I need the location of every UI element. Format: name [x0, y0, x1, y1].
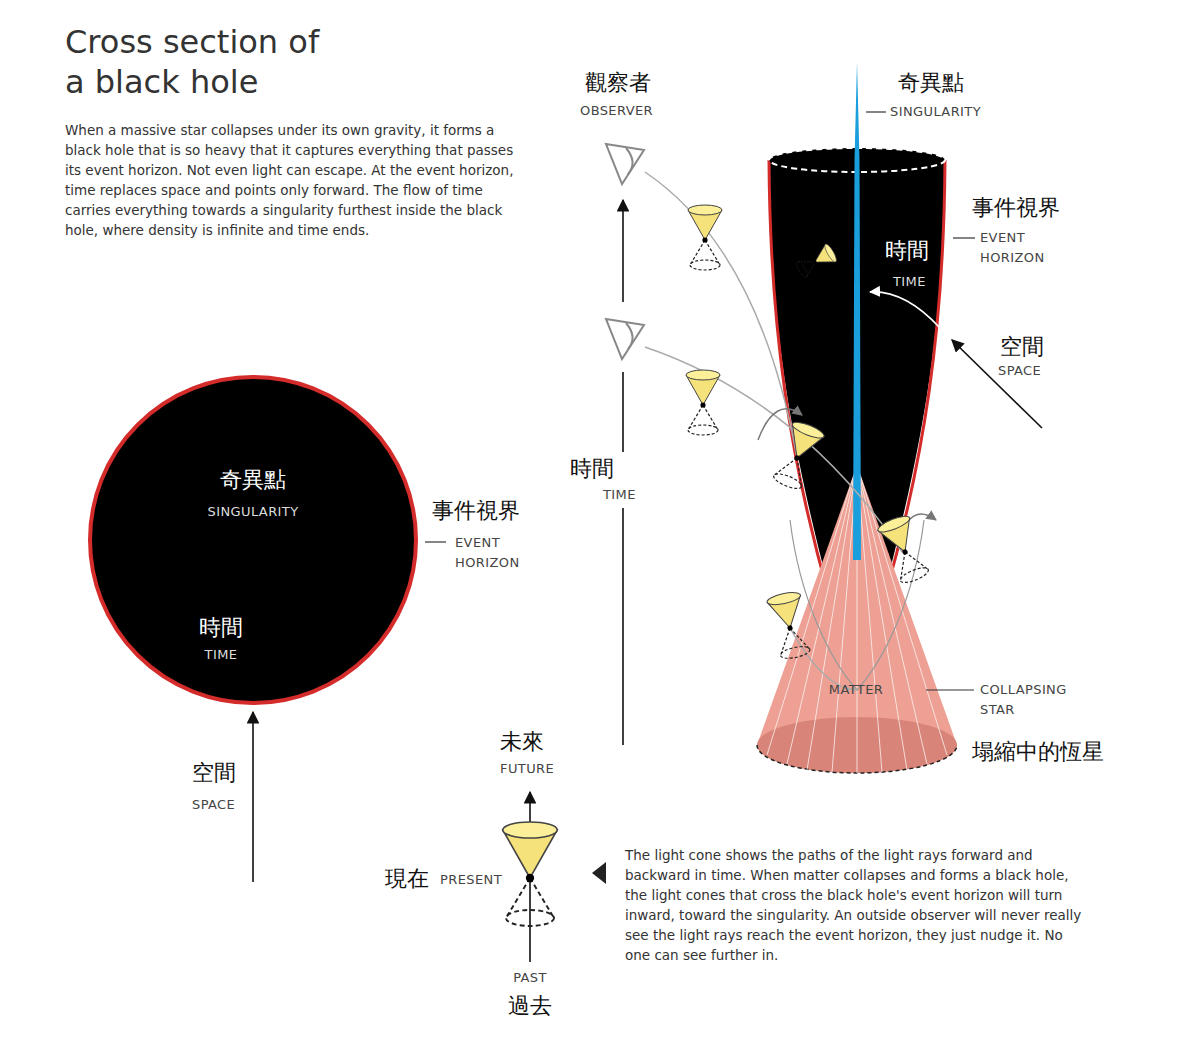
- past-label: 過去: [508, 993, 552, 1019]
- node-text: 奇異點: [220, 467, 286, 493]
- singularity-line: [853, 62, 861, 560]
- world-line: [645, 347, 902, 552]
- past-label: PAST: [513, 968, 547, 988]
- observer-eye: [606, 144, 644, 184]
- space-label: 空間: [192, 760, 236, 786]
- horizon-label: EVENT HORIZON: [980, 228, 1065, 268]
- horizon-label: EVENT HORIZON: [455, 533, 540, 573]
- node-text: MATTER: [829, 680, 883, 700]
- pointer-triangle: [592, 862, 606, 884]
- light-cone: [686, 370, 720, 435]
- future-label: 未來: [500, 729, 544, 755]
- world-line: [790, 628, 857, 690]
- space-label: SPACE: [998, 361, 1041, 381]
- leader-line: [926, 689, 974, 690]
- node-text: SINGULARITY: [208, 502, 299, 522]
- horizon-label: 事件視界: [972, 195, 1060, 221]
- space-arrow: [252, 712, 254, 882]
- legend-light-cone: [503, 822, 557, 926]
- node-text: TIME: [893, 272, 926, 292]
- space-label: 空間: [1000, 334, 1044, 360]
- light-cone: [688, 205, 722, 270]
- intro-text: When a massive star collapses under its …: [65, 120, 515, 240]
- event-horizon-circle: 奇異點 SINGULARITY 時間 TIME: [88, 375, 418, 705]
- horizon-edge: [769, 160, 830, 600]
- space-label: SPACE: [192, 795, 235, 815]
- singularity-label: SINGULARITY: [890, 102, 981, 122]
- horizon-label: 事件視界: [432, 498, 520, 524]
- time-axis: [622, 508, 624, 745]
- observer-label: 觀察者: [585, 70, 651, 96]
- future-label: FUTURE: [500, 759, 554, 779]
- time-label: 時間: [570, 456, 614, 482]
- light-cone: [794, 243, 838, 280]
- black-hole-funnel: 時間 TIME: [769, 150, 945, 550]
- present-label: 現在: [385, 866, 429, 892]
- title: Cross section of a black hole: [65, 22, 335, 102]
- star-label: 塌縮中的恆星: [972, 739, 1104, 765]
- note-text: The light cone shows the paths of the li…: [625, 845, 1083, 965]
- node-text: 時間: [885, 238, 929, 264]
- collapsing-star: MATTER: [757, 470, 957, 770]
- light-cone: [876, 513, 932, 586]
- leader-line: [425, 541, 446, 542]
- star-label: COLLAPSING STAR: [980, 680, 1095, 720]
- time-axis: [622, 200, 624, 302]
- leader-line: [866, 111, 886, 112]
- node-text: 時間: [199, 615, 243, 641]
- light-cone: [766, 590, 813, 661]
- observer-label: OBSERVER: [580, 101, 653, 121]
- singularity-label: 奇異點: [898, 70, 964, 96]
- light-cone: [770, 419, 826, 492]
- node-text: TIME: [205, 645, 238, 665]
- observer-eye: [606, 319, 644, 359]
- leader-line: [953, 237, 975, 238]
- time-arrow: [870, 292, 940, 328]
- time-label: TIME: [603, 485, 636, 505]
- present-label: PRESENT: [440, 870, 502, 890]
- time-axis: [622, 372, 624, 452]
